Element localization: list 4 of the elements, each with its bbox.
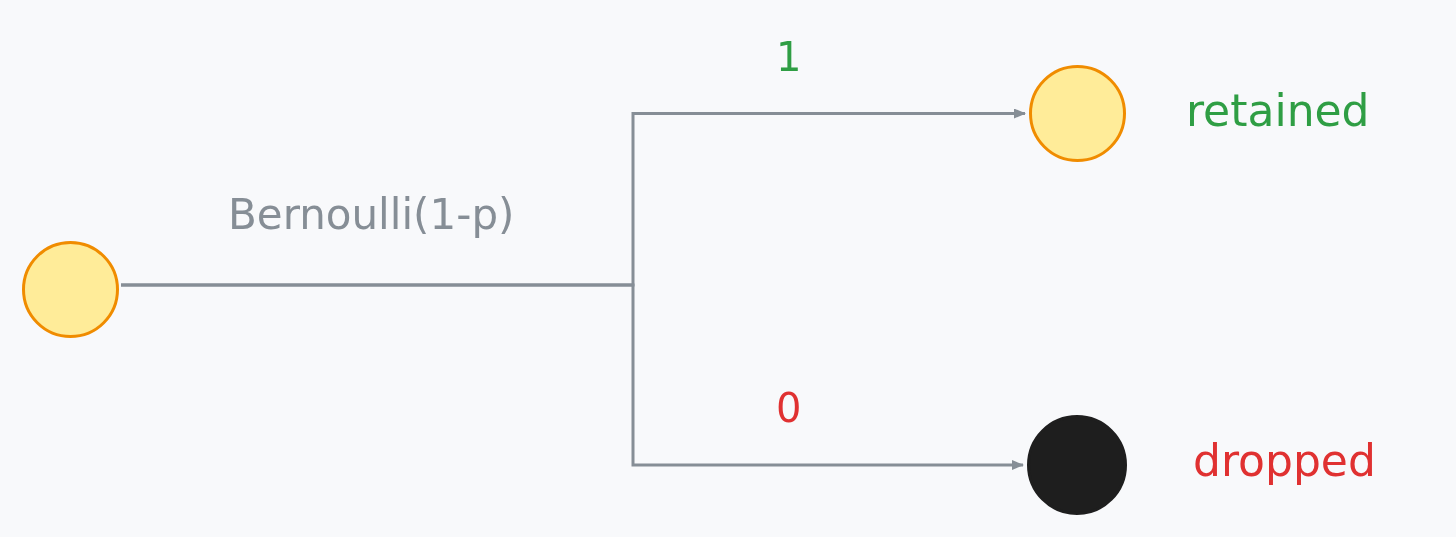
distribution-label: Bernoulli(1-p)	[228, 190, 515, 239]
status-label: retained	[1186, 85, 1370, 136]
status-label: dropped	[1193, 435, 1376, 486]
arrow	[121, 283, 1024, 470]
